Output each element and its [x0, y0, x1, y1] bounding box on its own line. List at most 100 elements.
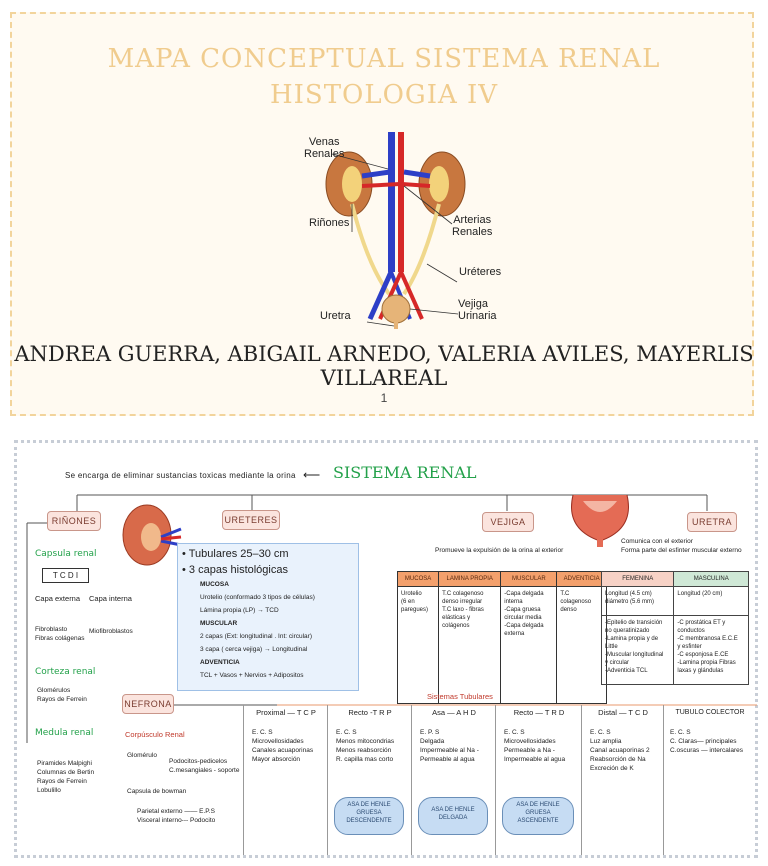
- uretra-cell: -Epitelio de transición no queratinizado…: [600, 615, 675, 685]
- miofibroblastos: Miofibroblastos: [89, 628, 133, 635]
- glomerulo-label: Glomérulo: [127, 752, 157, 759]
- arrow-icon: ⟵: [303, 468, 321, 482]
- capa-interna: Capa interna: [89, 594, 132, 603]
- authors-line: ANDREA GUERRA, ABIGAIL ARNEDO, VALERIA A…: [14, 342, 754, 390]
- uretra-cell: Longitud (4.5 cm) diámetro (5.6 mm): [600, 586, 675, 616]
- kidney-icon: [122, 504, 182, 566]
- left-kidney-pelvis: [342, 166, 362, 202]
- uretra-desc: Comunica con el exterior Forma parte del…: [621, 538, 742, 554]
- vejiga-table: MUCOSA LAMINA PROPIA MUSCULAR ADVENTICIA…: [396, 571, 607, 704]
- ureteres-node: URETERES: [222, 510, 280, 530]
- ureteres-item: 3 capa ( cerca vejiga) → Longitudinal: [200, 646, 308, 653]
- ureteres-bullet-2: • 3 capas histológicas: [182, 564, 288, 576]
- bladder-icon: [571, 494, 629, 547]
- tubular-col-asa: Asa — A H D E. P. S Delgada Impermeable …: [411, 705, 496, 855]
- label-rinones: Riñones: [309, 217, 350, 229]
- tubular-head: Distal — T C D: [598, 708, 648, 717]
- tubular-body: E. P. S Delgada Impermeable al Na - Perm…: [420, 729, 479, 763]
- capsula-bowman-label: Capsula de bowman: [127, 788, 187, 795]
- title-slide: MAPA CONCEPTUAL SISTEMA RENAL HISTOLOGIA…: [10, 12, 754, 416]
- asa-henle-delgada: ASA DE HENLE DELGADA: [418, 797, 488, 835]
- uretra-header: MASCULINA: [673, 571, 749, 587]
- label-ureteres: Uréteres: [459, 266, 502, 278]
- tubular-body: E. C. S Menos mitocondrias Menos reabsor…: [336, 729, 395, 763]
- tubular-col-proximal: Proximal — T C P E. C. S Microvellosidad…: [243, 705, 328, 855]
- label-venas-renales: Venas Renales: [304, 136, 345, 160]
- nefrona-node: NEFRONA: [122, 694, 174, 714]
- uretra-cell: Longitud (20 cm): [673, 586, 749, 616]
- tubulares-title: Sistemas Tubulares: [427, 692, 493, 701]
- right-ureter: [402, 203, 441, 296]
- tubular-head: Proximal — T C P: [256, 708, 316, 717]
- right-iliac-artery: [399, 271, 424, 320]
- vejiga-header: LAMINA PROPIA: [438, 571, 502, 587]
- label-vejiga: Vejiga Urinaria: [458, 298, 497, 322]
- medula-items: Piramides Malpighi Columnas de Bertin Ra…: [37, 760, 95, 794]
- tubular-body: E. C. S C. Claras— principales C.oscuras…: [670, 729, 743, 754]
- glomerulo-items: Podocitos-pedicelos C.mesangiales - sopo…: [169, 758, 240, 774]
- page-number: 1: [380, 391, 388, 405]
- slide-title-line1: MAPA CONCEPTUAL SISTEMA RENAL: [107, 44, 661, 74]
- tubular-head: Recto -T R P: [348, 708, 392, 717]
- capsula-renal-title: Capsula renal: [35, 549, 97, 559]
- map-title: SISTEMA RENAL: [333, 463, 477, 482]
- ureteres-list: MUCOSA Urotelio (conformado 3 tipos de c…: [200, 578, 358, 682]
- vejiga-cell: T.C colagenoso denso: [556, 586, 607, 704]
- right-kidney-pelvis: [429, 166, 449, 202]
- uretra-header: FEMENINA: [600, 571, 675, 587]
- tubular-col-colector: TUBULO COLECTOR E. C. S C. Claras— princ…: [663, 705, 756, 855]
- ureteres-item: ADVENTICIA: [200, 659, 240, 666]
- capsula-bowman-items: Parietal externo —— E.P.S Visceral inter…: [137, 808, 216, 824]
- uretra-node: URETRA: [687, 512, 737, 532]
- left-renal-artery: [361, 182, 401, 188]
- vena-cava-shape: [388, 132, 395, 272]
- ureteres-item: MUCOSA: [200, 581, 229, 588]
- tubular-body: E. C. S Microvellosidades Canales acuapo…: [252, 729, 314, 763]
- tcdi-box: T C D I: [42, 568, 89, 583]
- medula-renal-title: Medula renal: [35, 728, 94, 738]
- vejiga-node: VEJIGA: [482, 512, 534, 532]
- left-iliac-vein: [367, 270, 394, 321]
- ureteres-item: MUSCULAR: [200, 620, 238, 627]
- left-renal-vein: [361, 169, 391, 179]
- fibroblastos: Fibroblasto Fibras colágenas: [35, 626, 85, 642]
- corteza-renal-title: Corteza renal: [35, 667, 96, 677]
- vejiga-header: MUSCULAR: [500, 571, 558, 587]
- urethra-shape: [394, 321, 398, 329]
- tubular-body: E. C. S Luz amplia Canal acuaporinas 2 R…: [590, 729, 650, 772]
- ureteres-box: • Tubulares 25–30 cm • 3 capas histológi…: [177, 543, 359, 691]
- right-renal-artery: [401, 182, 431, 188]
- uretra-table: FEMENINA MASCULINA Longitud (4.5 cm) diá…: [600, 571, 749, 685]
- vejiga-header: MUCOSA: [396, 571, 440, 587]
- ureteres-item: 2 capas (Ext: longitudinal . Int: circul…: [200, 633, 312, 640]
- ureteres-item: Urotelio (conformado 3 tipos de células): [200, 594, 315, 601]
- asa-henle-gruesa-desc: ASA DE HENLE GRUESA DESCENDENTE: [334, 797, 404, 835]
- label-uretra: Uretra: [320, 310, 351, 322]
- uretra-cell: -C prostática ET y conductos -C membrano…: [673, 615, 749, 685]
- ureteres-bullet-1: • Tubulares 25–30 cm: [182, 548, 289, 560]
- tubular-body: E. C. S Microvellosidades Permeable a Na…: [504, 729, 566, 763]
- capa-externa: Capa externa: [35, 594, 81, 603]
- ureteres-item: TCL + Vasos + Nervios + Adipositos: [200, 672, 304, 679]
- label-arterias-renales: Arterias Renales: [452, 214, 493, 238]
- tubular-head: Asa — A H D: [432, 708, 476, 717]
- tubular-col-recto-d: Recto — T R D E. C. S Microvellosidades …: [495, 705, 582, 855]
- tubular-head: Recto — T R D: [513, 708, 565, 717]
- vejiga-cell: T.C colagenoso denso irregular T.C laxo …: [438, 586, 502, 704]
- tubular-head: TUBULO COLECTOR: [675, 709, 745, 716]
- vejiga-cell: Urotelio (6 en paregues): [396, 586, 440, 704]
- aorta-shape: [398, 132, 404, 272]
- bladder-shape: [381, 294, 411, 324]
- left-ureter: [350, 203, 391, 296]
- ureteres-item: Lámina propia (LP) → TCD: [200, 607, 279, 614]
- vejiga-header: ADVENTICIA: [556, 571, 607, 587]
- concept-map-slide: Se encarga de eliminar sustancias toxica…: [14, 440, 758, 858]
- urinary-system-illustration: [325, 132, 466, 329]
- tubular-col-distal: Distal — T C D E. C. S Luz amplia Canal …: [581, 705, 664, 855]
- asa-henle-gruesa-asc: ASA DE HENLE GRUESA ASCENDENTE: [502, 797, 574, 835]
- vejiga-cell: -Capa delgada interna -Capa gruesa circu…: [500, 586, 558, 704]
- vejiga-desc: Promueve la expulsión de la orina al ext…: [435, 547, 564, 554]
- right-renal-vein: [403, 169, 431, 179]
- rinones-node: RIÑONES: [47, 511, 101, 531]
- corpusculo-title: Corpúsculo Renal: [125, 730, 185, 739]
